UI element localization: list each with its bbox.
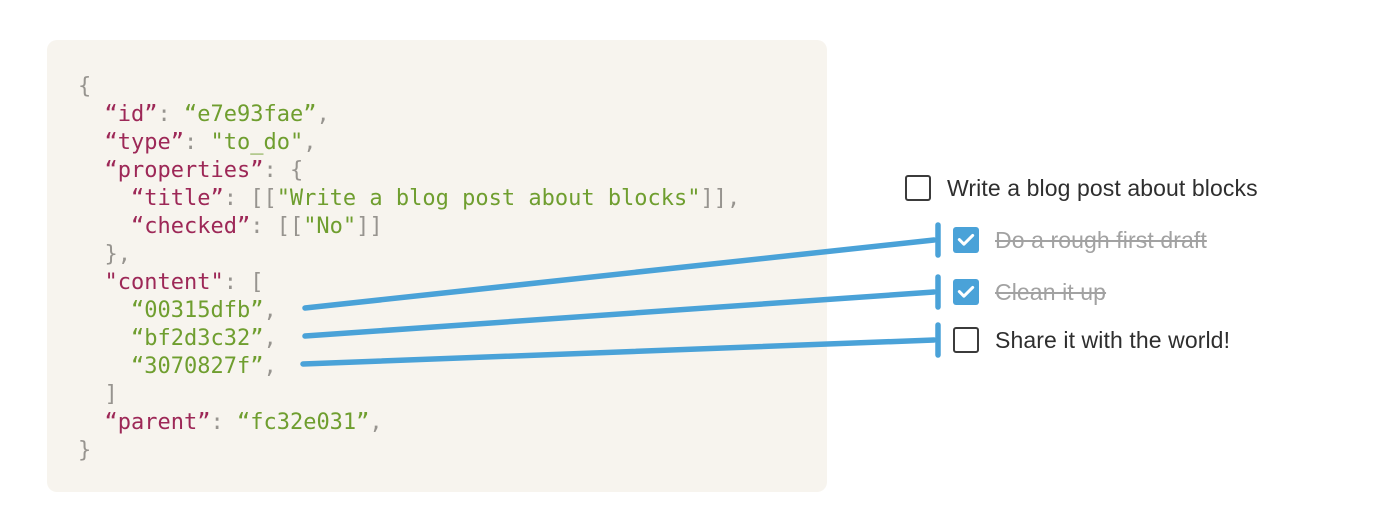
todo-item: Clean it up	[953, 279, 1106, 305]
checkbox-checked[interactable]	[953, 279, 979, 305]
todo-item: Write a blog post about blocks	[905, 175, 1258, 201]
code-punctuation	[78, 354, 131, 379]
code-punctuation	[78, 410, 105, 435]
code-key: “type”	[104, 130, 184, 155]
code-punctuation	[78, 326, 131, 351]
todo-item: Share it with the world!	[953, 327, 1230, 353]
code-line: “properties”: {	[78, 157, 740, 185]
code-line: "content": [	[78, 269, 740, 297]
code-punctuation	[78, 186, 131, 211]
code-punctuation: ,	[316, 102, 330, 127]
code-punctuation: : [[	[250, 214, 304, 239]
code-punctuation: :	[210, 410, 237, 435]
code-string: “3070827f”	[130, 354, 264, 379]
todo-item: Do a rough first draft	[953, 227, 1207, 253]
code-string: “fc32e031”	[236, 410, 370, 435]
code-key: “parent”	[104, 410, 211, 435]
code-punctuation	[78, 298, 131, 323]
checkbox-unchecked[interactable]	[905, 175, 931, 201]
code-string: “00315dfb”	[130, 298, 264, 323]
code-line: “parent”: “fc32e031”,	[78, 409, 740, 437]
code-punctuation	[78, 158, 105, 183]
code-line: “title”: [["Write a blog post about bloc…	[78, 185, 740, 213]
code-punctuation: ]]	[356, 214, 383, 239]
code-punctuation: : [[	[223, 186, 277, 211]
code-punctuation: :	[183, 130, 211, 155]
code-line: ]	[78, 381, 740, 409]
code-punctuation: {	[78, 74, 92, 99]
code-punctuation	[78, 214, 131, 239]
code-punctuation: ]	[78, 382, 118, 407]
code-string: "to_do"	[210, 130, 304, 155]
code-line: },	[78, 241, 740, 269]
code-line: “type”: "to_do",	[78, 129, 740, 157]
code-key: “checked”	[130, 214, 251, 239]
checkmark-icon	[957, 233, 975, 246]
code-punctuation: ,	[369, 410, 383, 435]
code-punctuation	[78, 102, 105, 127]
code-punctuation	[78, 130, 105, 155]
todo-label: Do a rough first draft	[995, 226, 1207, 253]
checkbox-unchecked[interactable]	[953, 327, 979, 353]
code-string: "Write a blog post about blocks"	[276, 186, 701, 211]
code-punctuation: ,	[263, 298, 277, 323]
json-code-content: { “id”: “e7e93fae”, “type”: "to_do", “pr…	[78, 73, 740, 465]
code-punctuation: }	[78, 438, 92, 463]
code-line: “bf2d3c32”,	[78, 325, 740, 353]
code-string: "No"	[303, 214, 357, 239]
todo-label: Share it with the world!	[995, 326, 1231, 353]
code-punctuation: ]],	[700, 186, 741, 211]
code-line: “id”: “e7e93fae”,	[78, 101, 740, 129]
code-string: “e7e93fae”	[183, 102, 317, 127]
code-punctuation: : {	[263, 158, 304, 183]
code-key: “id”	[104, 102, 158, 127]
code-punctuation	[78, 270, 105, 295]
code-key: “properties”	[104, 158, 264, 183]
code-line: “3070827f”,	[78, 353, 740, 381]
code-line: “checked”: [["No"]]	[78, 213, 740, 241]
code-line: {	[78, 73, 740, 101]
checkmark-icon	[957, 285, 975, 298]
code-punctuation: : [	[223, 270, 264, 295]
json-code-panel: { “id”: “e7e93fae”, “type”: "to_do", “pr…	[47, 40, 827, 492]
code-key: “title”	[130, 186, 224, 211]
code-line: }	[78, 437, 740, 465]
todo-label: Clean it up	[995, 278, 1107, 305]
code-punctuation: ,	[263, 326, 277, 351]
code-line: “00315dfb”,	[78, 297, 740, 325]
checkbox-checked[interactable]	[953, 227, 979, 253]
todo-label: Write a blog post about blocks	[947, 174, 1258, 201]
code-punctuation: :	[157, 102, 184, 127]
code-key: "content"	[104, 270, 224, 295]
code-punctuation: ,	[263, 354, 277, 379]
code-punctuation: ,	[303, 130, 317, 155]
code-punctuation: },	[78, 242, 131, 267]
code-string: “bf2d3c32”	[130, 326, 264, 351]
